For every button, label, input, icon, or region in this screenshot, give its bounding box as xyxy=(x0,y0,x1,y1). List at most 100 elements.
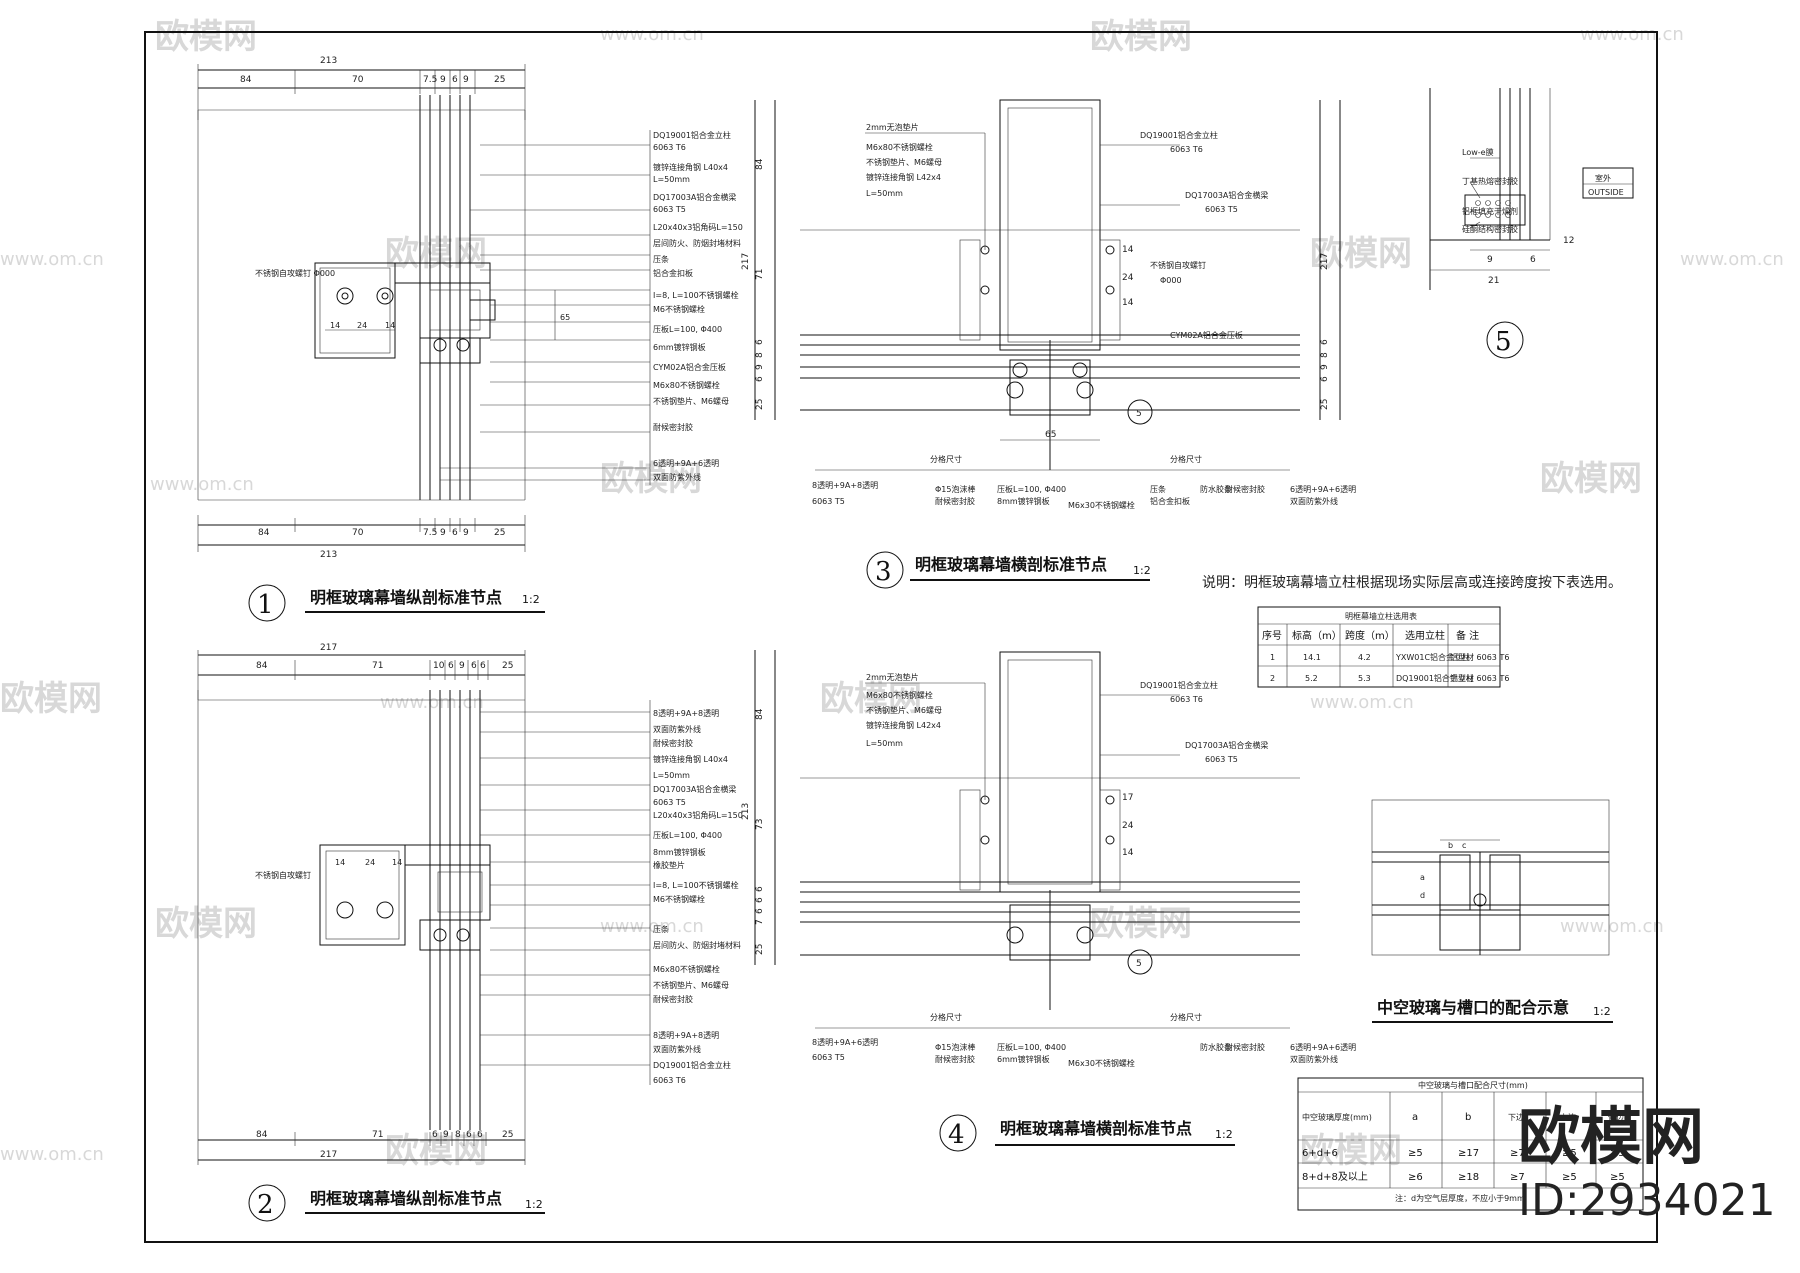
callout-label: L=50mm xyxy=(653,175,690,184)
callout-label: 8mm镀锌钢板 xyxy=(997,496,1050,506)
dim-label: 6 xyxy=(466,1130,472,1140)
fit-label: d xyxy=(1420,891,1425,900)
note-text: 说明：明框玻璃幕墙立柱根据现场实际层高或连接跨度按下表选用。 xyxy=(1202,574,1622,591)
dim-label: 9 xyxy=(463,75,469,85)
callout-label: M6x80不锈钢螺栓 xyxy=(866,142,933,152)
table-header: 序号 xyxy=(1262,629,1282,642)
dim-label: 25 xyxy=(1320,399,1330,410)
callout-label: 铝合金扣板 xyxy=(653,268,693,278)
callout-label: DQ17003A铝合金横梁 xyxy=(653,192,736,202)
table-cell: 2 xyxy=(1270,674,1275,683)
detail-number: 5 xyxy=(1495,327,1512,357)
callout-label: L20x40x3铝角码L=150 xyxy=(653,222,743,232)
dim-label: 8 xyxy=(1320,352,1330,358)
callout-label: 8mm镀锌钢板 xyxy=(653,847,706,857)
dim-label: 6 xyxy=(755,897,765,903)
detail-2: 217 84 71 10 6 9 6 6 25 14 24 14 不锈钢自攻螺钉 xyxy=(197,643,743,1222)
watermark-text: 欧模网 xyxy=(385,234,487,274)
dim-label: 6 xyxy=(452,75,458,85)
callout-label: 不锈钢自攻螺钉 xyxy=(255,870,311,880)
dim-label: 8 xyxy=(755,352,765,358)
detail-scale: 1:2 xyxy=(525,1198,543,1211)
dim-label: 14 xyxy=(1122,245,1134,255)
callout-label: M6x80不锈钢螺栓 xyxy=(653,380,720,390)
callout-label: 耐候密封胶 xyxy=(653,994,693,1004)
dim-label: 6 xyxy=(452,528,458,538)
callout-label: 分格尺寸 xyxy=(1170,454,1202,464)
dim-label: 213 xyxy=(741,803,751,820)
dim-label: 70 xyxy=(352,75,364,85)
callout-label: 双面防紫外线 xyxy=(653,724,701,734)
dim-label: 6 xyxy=(1530,255,1536,265)
detail-number-circle xyxy=(248,584,286,622)
detail-1: 213 84 70 7.5 9 6 9 25 14 24 14 不锈钢自攻螺钉 … xyxy=(197,56,743,622)
callout-label: 6063 T5 xyxy=(1205,205,1238,214)
fit-detail: b c a d 中空玻璃与槽口的配合示意 1:2 xyxy=(1371,799,1613,1023)
callout-label: 压板L=100, Φ400 xyxy=(653,324,722,334)
watermark-text: 欧模网 xyxy=(1300,1131,1402,1171)
watermark-url: www.om.cn xyxy=(1560,916,1664,937)
dim-label: 6 xyxy=(432,1130,438,1140)
callout-label: CYM02A铝合金压板 xyxy=(653,362,726,372)
callout-label: 镀锌连接角钢 L42x4 xyxy=(866,720,941,730)
table-cell: DQ19001铝合金立柱 xyxy=(1396,673,1474,683)
watermark-text: 欧模网 xyxy=(385,1131,487,1171)
dim-label: 25 xyxy=(494,528,505,538)
callout-label: DQ17003A铝合金横梁 xyxy=(1185,190,1268,200)
callout-label: 压板L=100, Φ400 xyxy=(653,830,722,840)
dim-label: 84 xyxy=(755,158,765,170)
dim-label: 14 xyxy=(385,321,395,330)
callout-label: M6x80不锈钢螺栓 xyxy=(866,690,933,700)
callout-label: 压条 xyxy=(1150,484,1166,494)
table-caption: 明框幕墙立柱选用表 xyxy=(1345,611,1417,621)
callout-label: 耐候密封胶 xyxy=(653,738,693,748)
table-cell: ≥6 xyxy=(1408,1172,1423,1183)
brand-logo-text: 欧模网 xyxy=(1518,1100,1704,1173)
callout-label: 防水胶条 xyxy=(1200,484,1232,494)
dim-label: 71 xyxy=(755,269,765,280)
detail-3: 5 84 71 217 6 8 9 6 25 14 24 14 217 6 8 … xyxy=(741,99,1356,589)
dim-label: 7 xyxy=(755,919,765,925)
callout-label: 6透明+9A+6透明 xyxy=(1290,1043,1356,1052)
table-header: 标高（m） xyxy=(1292,629,1342,642)
dim-label: 9 xyxy=(1487,255,1493,265)
dim-label: 7.5 xyxy=(423,528,437,538)
callout-label: 镀锌连接角钢 L40x4 xyxy=(653,754,728,764)
callout-label: 6063 T5 xyxy=(1205,755,1238,764)
dim-label: 70 xyxy=(352,528,364,538)
callout-label: M6不锈钢螺栓 xyxy=(653,304,705,314)
dim-label: 6 xyxy=(471,661,477,671)
callout-label: 橡胶垫片 xyxy=(653,860,685,870)
dim-label: 6 xyxy=(477,1130,483,1140)
dim-label: 9 xyxy=(1320,364,1330,370)
fit-label: a xyxy=(1420,873,1425,882)
dim-label: 25 xyxy=(755,399,765,410)
dim-label: 9 xyxy=(440,528,446,538)
detail-title: 明框玻璃幕墙横剖标准节点 xyxy=(915,555,1107,574)
table-cell: 4.2 xyxy=(1358,653,1371,662)
callout-label: 铝框填充干燥剂 xyxy=(1462,206,1518,216)
dim-label: 25 xyxy=(502,661,513,671)
table-header: 上边 xyxy=(1560,1112,1576,1122)
dim-label: 8 xyxy=(455,1130,461,1140)
dim-label: 24 xyxy=(1122,821,1134,831)
dim-label: 9 xyxy=(755,364,765,370)
detail-scale: 1:2 xyxy=(522,593,540,606)
fit-scale: 1:2 xyxy=(1593,1005,1611,1018)
callout-label: DQ19001铝合金立柱 xyxy=(653,1060,731,1070)
callout-label: 8透明+9A+8透明 xyxy=(812,481,878,490)
fit-title: 中空玻璃与槽口的配合示意 xyxy=(1377,998,1569,1017)
callout-label: L20x40x3铝角码L=150 xyxy=(653,810,743,820)
table-header: 下边 xyxy=(1508,1112,1524,1122)
callout-label: 镀锌连接角钢 L42x4 xyxy=(866,172,941,182)
table-cell: ≥5 xyxy=(1408,1148,1423,1159)
callout-label: 双面防紫外线 xyxy=(653,472,701,482)
table-cell: 14.1 xyxy=(1303,653,1321,662)
detail-number-circle xyxy=(1486,321,1524,359)
callout-label: 压条 xyxy=(653,924,669,934)
table-cell: ≥5 xyxy=(1562,1172,1577,1183)
callout-label: 不锈钢垫片、M6螺母 xyxy=(866,705,942,715)
detail-number-circle xyxy=(866,551,904,589)
table-cell: ≥7 xyxy=(1510,1172,1525,1183)
dim-label: 6 xyxy=(480,661,486,671)
